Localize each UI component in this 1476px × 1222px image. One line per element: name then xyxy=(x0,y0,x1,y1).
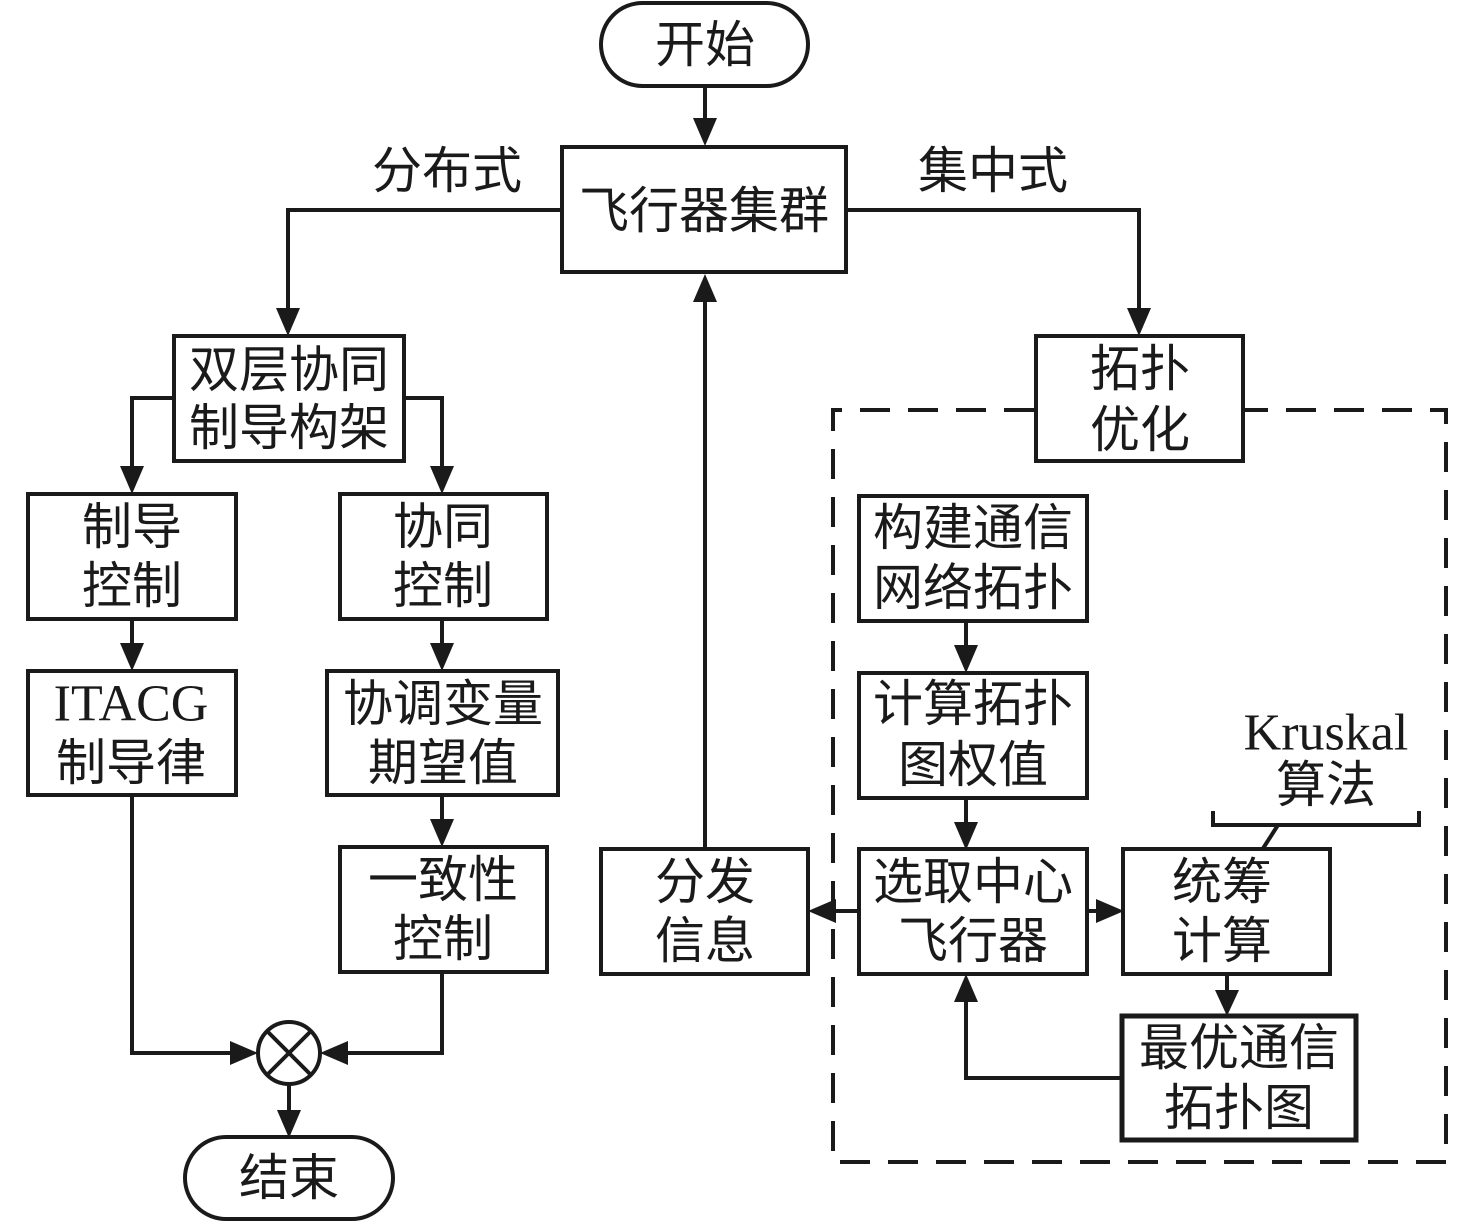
node-start: 开始 xyxy=(599,1,810,88)
node-consensus-line-2: 控制 xyxy=(393,910,493,968)
edge-swarm-to-dual-layer xyxy=(286,208,562,318)
edge-swarm-to-topology-opt xyxy=(846,208,1141,318)
junction-cross-icon-stroke xyxy=(265,1029,313,1077)
edge-dual-layer-to-guidance-control xyxy=(130,396,174,476)
node-itacg-line-1: ITACG xyxy=(54,676,209,733)
node-cooperative-control-line-1: 协同 xyxy=(393,498,493,556)
arrowhead-right-icon xyxy=(1096,899,1124,923)
node-start-label: 开始 xyxy=(655,16,755,74)
arrowhead-down-icon xyxy=(277,1110,301,1138)
arrowhead-down-icon xyxy=(954,822,978,850)
edge-dual-layer-to-cooperative-control xyxy=(404,396,444,476)
node-distribute-info-line-2: 信息 xyxy=(655,912,755,970)
arrowhead-down-icon xyxy=(1215,990,1239,1016)
node-build-topology: 构建通信 网络拓扑 xyxy=(857,494,1089,623)
node-guidance-control-line-2: 控制 xyxy=(82,557,182,615)
kruskal-annotation-bracket xyxy=(1211,811,1421,827)
arrowhead-down-icon xyxy=(120,643,144,671)
edge-itacg-to-sum xyxy=(130,795,240,1055)
node-swarm-label: 飞行器集群 xyxy=(579,182,829,240)
arrowhead-left-icon xyxy=(320,1041,348,1065)
node-guidance-control: 制导 控制 xyxy=(26,492,238,621)
node-optimal-topology-line-2: 拓扑图 xyxy=(1164,1079,1314,1137)
node-topology-opt: 拓扑 优化 xyxy=(1034,334,1245,463)
edge-optimal-topology-to-select-center xyxy=(964,992,1122,1080)
node-dual-layer: 双层协同 制导构架 xyxy=(172,334,406,463)
arrowhead-down-icon xyxy=(1127,308,1151,336)
arrowhead-down-icon xyxy=(430,466,454,494)
node-select-center-line-1: 选取中心 xyxy=(873,853,1073,911)
arrowhead-down-icon xyxy=(693,118,717,146)
arrowhead-left-icon xyxy=(808,899,836,923)
node-dual-layer-line-1: 双层协同 xyxy=(189,341,389,399)
kruskal-annotation-leader xyxy=(1260,823,1280,852)
node-build-topology-line-2: 网络拓扑 xyxy=(873,559,1073,617)
node-end: 结束 xyxy=(183,1135,395,1221)
node-coordination-var-line-2: 期望值 xyxy=(368,734,518,792)
annotation-kruskal-line-2: 算法 xyxy=(1276,756,1376,814)
node-cooperative-control: 协同 控制 xyxy=(338,492,549,621)
arrowhead-up-icon xyxy=(693,274,717,302)
node-itacg-line-2: 制导律 xyxy=(56,734,206,792)
node-swarm: 飞行器集群 xyxy=(560,145,848,274)
node-topology-opt-line-2: 优化 xyxy=(1090,401,1190,459)
node-global-compute: 统筹 计算 xyxy=(1121,847,1332,976)
node-dual-layer-line-2: 制导构架 xyxy=(189,399,389,457)
arrowhead-down-icon xyxy=(954,645,978,673)
node-optimal-topology-line-1: 最优通信 xyxy=(1139,1019,1339,1077)
node-end-label: 结束 xyxy=(239,1149,339,1207)
node-compute-weights-line-1: 计算拓扑 xyxy=(873,675,1073,733)
node-global-compute-line-1: 统筹 xyxy=(1172,853,1272,911)
node-select-center: 选取中心 飞行器 xyxy=(857,847,1089,976)
arrowhead-down-icon xyxy=(276,308,300,336)
node-cooperative-control-line-2: 控制 xyxy=(393,557,493,615)
node-itacg: ITACG 制导律 xyxy=(26,669,238,797)
node-optimal-topology: 最优通信 拓扑图 xyxy=(1119,1013,1359,1143)
node-distribute-info: 分发 信息 xyxy=(599,847,810,976)
edge-label-centralized: 集中式 xyxy=(918,142,1068,200)
node-distribute-info-line-1: 分发 xyxy=(655,853,755,911)
node-coordination-var-line-1: 协调变量 xyxy=(343,675,543,733)
node-coordination-var: 协调变量 期望值 xyxy=(325,669,560,797)
node-select-center-line-2: 飞行器 xyxy=(898,912,1048,970)
node-global-compute-line-2: 计算 xyxy=(1172,912,1272,970)
edge-label-distributed: 分布式 xyxy=(372,142,522,200)
arrowhead-down-icon xyxy=(120,466,144,494)
arrowhead-down-icon xyxy=(430,819,454,847)
node-topology-opt-line-1: 拓扑 xyxy=(1090,340,1190,398)
arrowhead-up-icon xyxy=(954,974,978,1002)
topology-optimization-group-boundary xyxy=(831,408,1448,1164)
node-guidance-control-line-1: 制导 xyxy=(82,498,182,556)
node-consensus-line-1: 一致性 xyxy=(368,851,518,909)
arrowhead-right-icon xyxy=(230,1041,258,1065)
annotation-kruskal-line-1: Kruskal xyxy=(1244,705,1409,762)
node-sum-junction xyxy=(256,1020,322,1086)
node-build-topology-line-1: 构建通信 xyxy=(873,499,1073,557)
edge-consensus-to-sum xyxy=(338,972,444,1055)
node-compute-weights-line-2: 图权值 xyxy=(898,736,1048,794)
node-compute-weights: 计算拓扑 图权值 xyxy=(857,671,1089,800)
node-consensus: 一致性 控制 xyxy=(338,845,549,974)
arrowhead-down-icon xyxy=(430,643,454,671)
